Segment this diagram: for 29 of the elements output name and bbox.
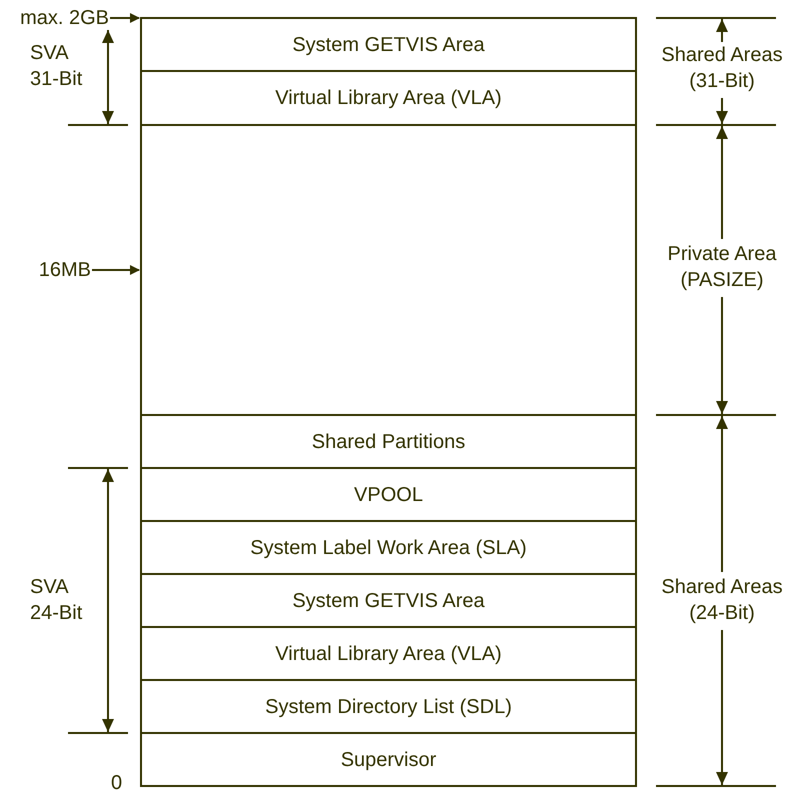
area-label: Supervisor <box>340 748 436 772</box>
area-label: System Label Work Area (SLA) <box>250 536 527 560</box>
memory-area-box <box>140 70 637 126</box>
memory-area-box <box>140 679 637 734</box>
memory-area-box <box>140 732 637 787</box>
dimension-label: SVA 31-Bit <box>30 41 84 92</box>
memory-area-box <box>140 467 637 522</box>
memory-area-box <box>140 520 637 575</box>
address-label: 0 <box>111 771 124 793</box>
memory-area-box <box>140 17 637 72</box>
area-label: System GETVIS Area <box>292 32 485 58</box>
area-label: Shared Partitions <box>312 430 466 454</box>
area-label: System Directory List (SDL) <box>265 694 512 720</box>
area-label: VPOOL <box>354 482 423 508</box>
area-label: System GETVIS Area <box>292 588 485 614</box>
memory-area-box <box>140 626 637 681</box>
dimension-label: Shared Areas (31-Bit) <box>660 43 784 94</box>
area-label: Virtual Library Area (VLA) <box>275 642 502 666</box>
arrow <box>92 265 140 275</box>
address-label: max. 2GB <box>20 6 109 31</box>
area-label: Virtual Library Area (VLA) <box>275 86 502 111</box>
memory-area-box <box>140 573 637 628</box>
arrow <box>110 13 140 23</box>
dimension-label: Private Area (PASIZE) <box>666 242 778 293</box>
address-label: 16MB <box>38 258 91 283</box>
memory-area-box <box>140 124 637 416</box>
memory-area-box <box>140 414 637 469</box>
dimension-label: SVA 24-Bit <box>30 575 84 626</box>
dimension-label: Shared Areas (24-Bit) <box>660 575 784 626</box>
